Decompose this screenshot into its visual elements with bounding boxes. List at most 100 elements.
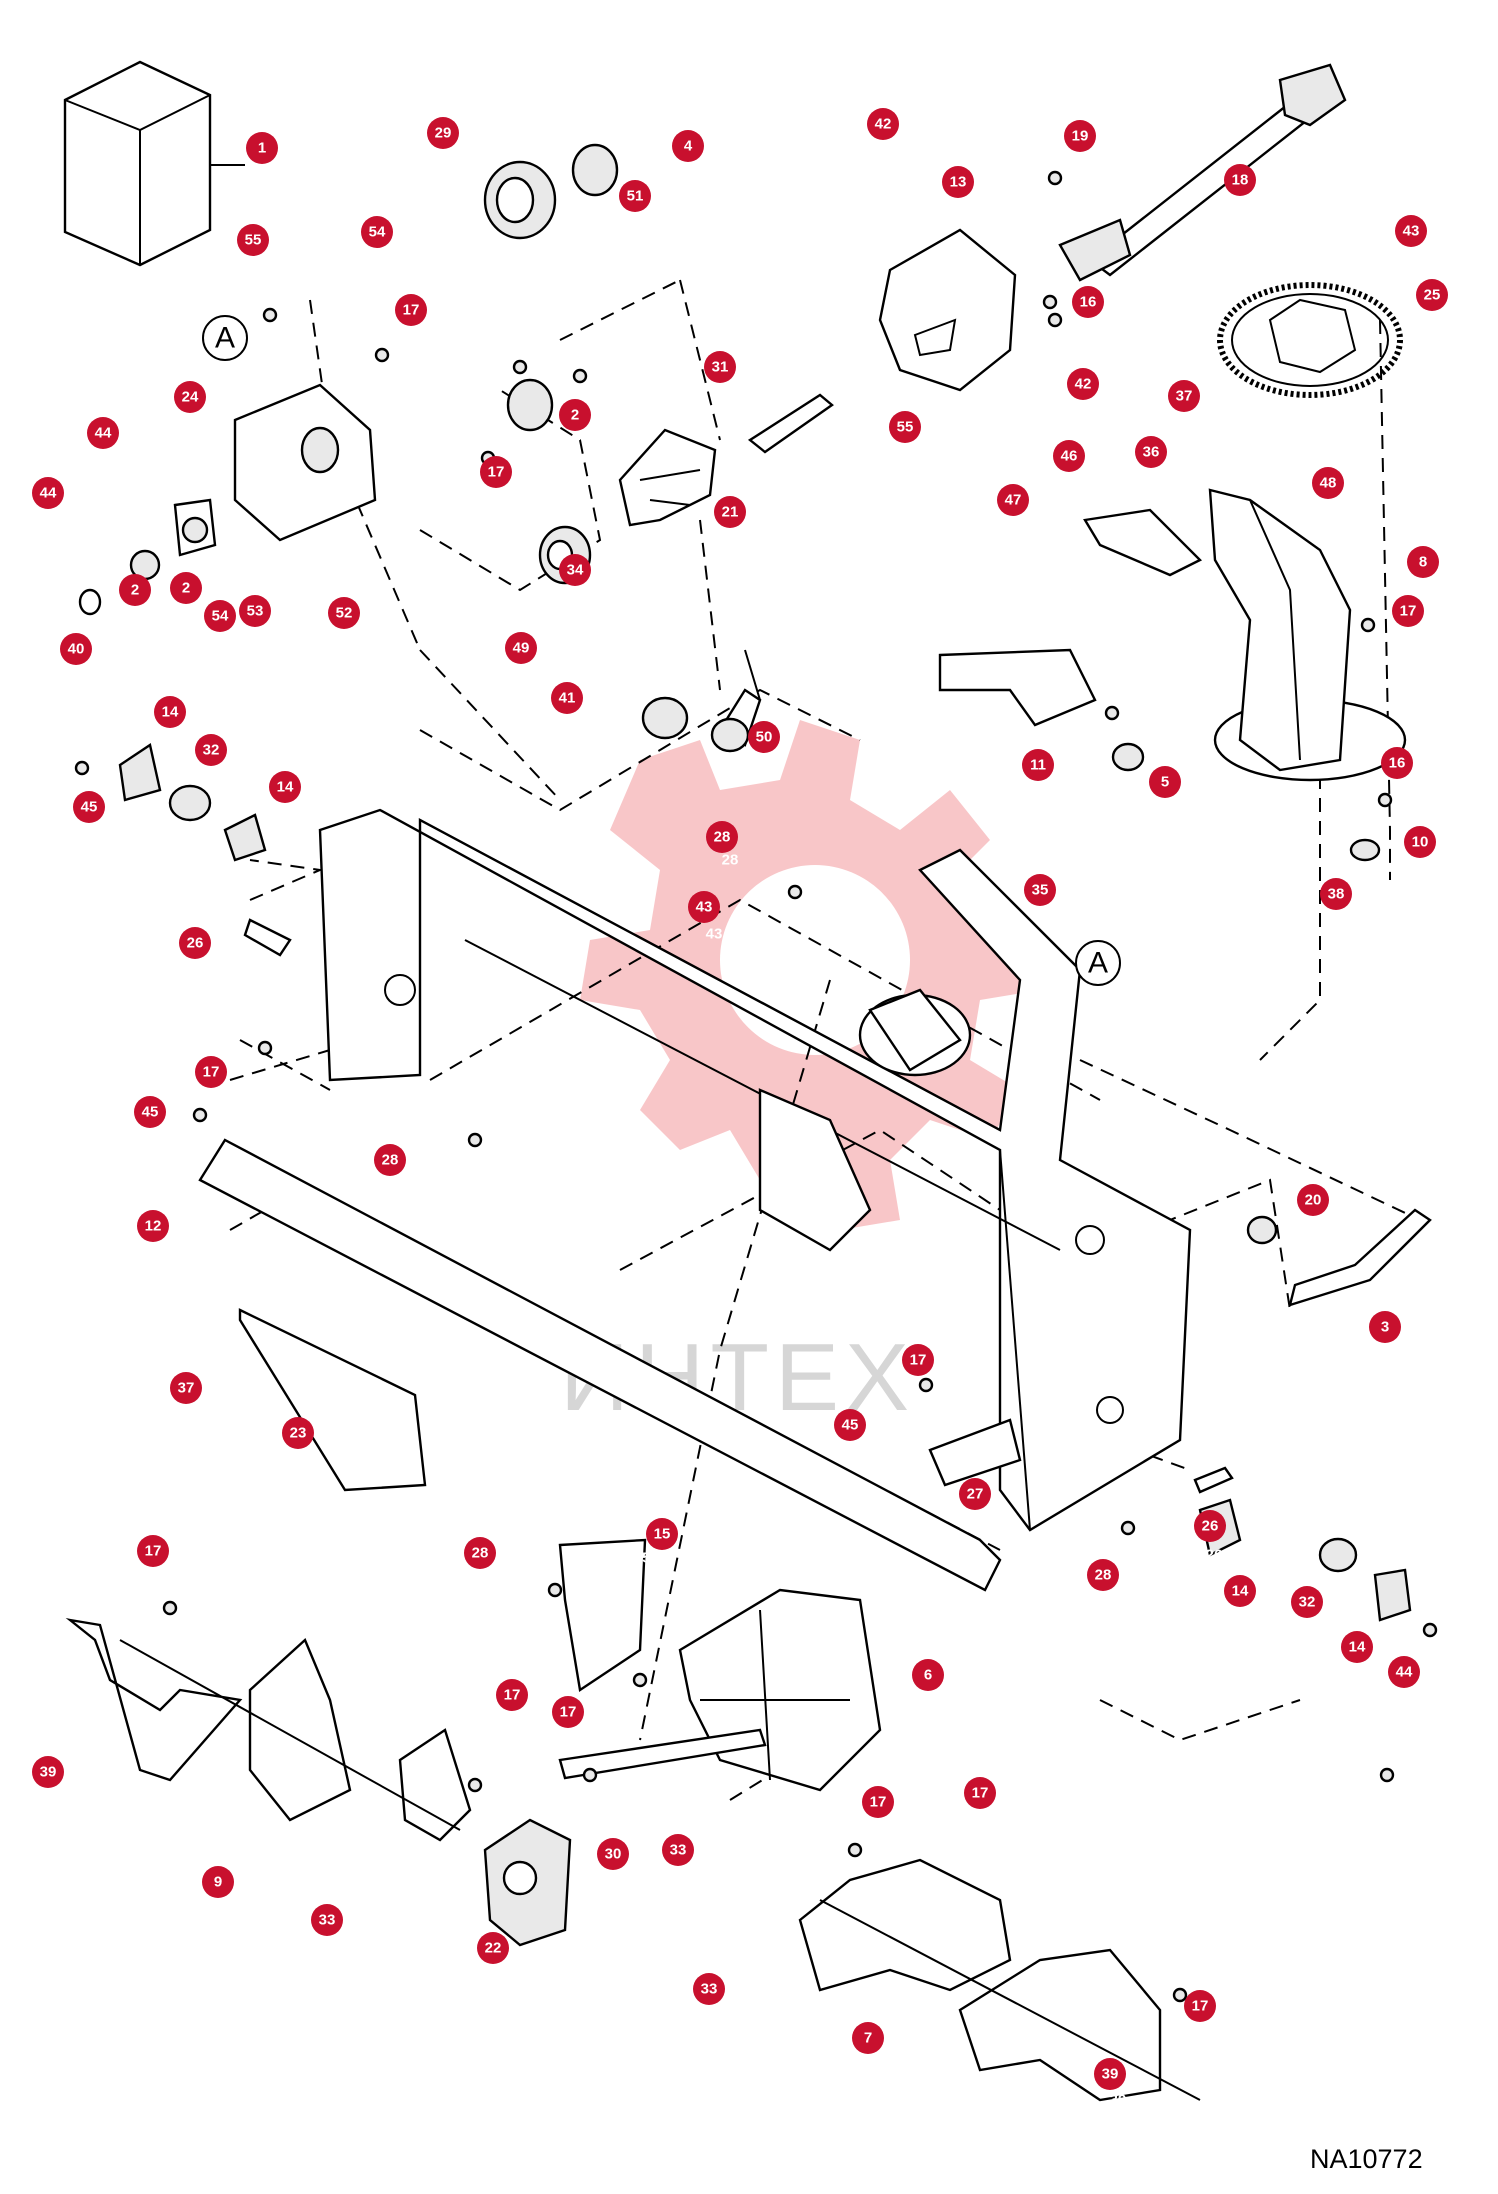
callout-badge-label: 47 (1005, 492, 1022, 509)
callout-number: 17 (1200, 1927, 1217, 1944)
callout-badge (1194, 1510, 1226, 1542)
callout-number: 37 (1186, 414, 1203, 431)
callout-number: 43 (1409, 250, 1426, 267)
callout-number: 17 (548, 1730, 565, 1747)
callout-number: 12 (152, 1247, 169, 1264)
callout-badge-label: 7 (864, 2030, 872, 2047)
callout-badge-label: 45 (842, 1417, 859, 1434)
callout-number: 16 (1394, 782, 1411, 799)
callout-number: 45 (132, 1132, 149, 1149)
callout-badge (237, 224, 269, 256)
callout-badge (1067, 368, 1099, 400)
callout-badge-label: 36 (1143, 444, 1160, 461)
callout-2: 22 (170, 572, 202, 645)
callout-badge (427, 117, 459, 149)
callout-badge (862, 1786, 894, 1818)
callout-number: 47 (1022, 518, 1039, 535)
callout-badge (195, 734, 227, 766)
callout-number: 14 (170, 730, 187, 747)
callout-number: 4 (668, 162, 677, 179)
callout-badge (195, 1056, 227, 1088)
callout-badge-label: 17 (910, 1352, 927, 1369)
callout-badge-label: 41 (559, 690, 576, 707)
callout-badge-label: 21 (722, 504, 739, 521)
callout-number: 9 (206, 1897, 214, 1914)
callout-badge (239, 595, 271, 627)
callout-badge (464, 1537, 496, 1569)
callout-number: 3 (1381, 1340, 1389, 1357)
callout-badge-label: 27 (967, 1486, 984, 1503)
callout-badge (559, 554, 591, 586)
callout-number: 14 (285, 804, 302, 821)
callout-badge-label: 17 (1192, 1998, 1209, 2015)
callout-badge (32, 477, 64, 509)
callout-number: 45 (74, 830, 91, 847)
callout-badge (619, 180, 651, 212)
callout-badge (1395, 215, 1427, 247)
callout-badge-label: 50 (756, 729, 773, 746)
callout-3: 33 (1369, 1311, 1401, 1357)
callout-number: 23 (296, 1452, 313, 1469)
callout-number: 16 (1090, 320, 1107, 337)
callout-8: 88 (1406, 546, 1439, 599)
callout-badge-label: 2 (182, 580, 190, 597)
callout-badge (137, 1535, 169, 1567)
callout-badge-label: 2 (571, 407, 579, 424)
callout-4: 44 (668, 130, 704, 179)
callout-badge-label: 16 (1389, 755, 1406, 772)
callout-number: 32 (1312, 1624, 1329, 1641)
callout-badge (1053, 440, 1085, 472)
callout-badge (1297, 1184, 1329, 1216)
document-id: NA10772 (1310, 2144, 1423, 2174)
callout-badge-label: 17 (1400, 603, 1417, 620)
callout-badge-label: 4 (684, 138, 693, 155)
callout-badge (361, 216, 393, 248)
callout-badge (1404, 826, 1436, 858)
callout-number: 37 (186, 1407, 203, 1424)
section-ref-a-top: A (202, 315, 248, 361)
callout-badge-label: 14 (1349, 1639, 1366, 1656)
callout-badge-label: 28 (714, 829, 731, 846)
callout-badge-label: 2 (131, 582, 139, 599)
part-bracket (558, 1418, 1022, 1693)
callout-9: 99 (202, 1866, 234, 1914)
callout-7: 77 (852, 2022, 884, 2074)
callout-badge (32, 1756, 64, 1788)
callout-badge (852, 2022, 884, 2054)
callout-badge-label: 51 (627, 188, 644, 205)
part-chute (938, 488, 1407, 862)
callout-badge-label: 8 (1419, 554, 1427, 571)
callout-badge-label: 34 (567, 562, 584, 579)
callout-badge-label: 13 (950, 174, 967, 191)
callout-badge-label: 44 (1396, 1664, 1413, 1681)
callout-badge-label: 35 (1032, 882, 1049, 899)
callout-badge-label: 17 (504, 1687, 521, 1704)
callout-badge-label: 19 (1072, 128, 1089, 145)
callout-badge (311, 1904, 343, 1936)
